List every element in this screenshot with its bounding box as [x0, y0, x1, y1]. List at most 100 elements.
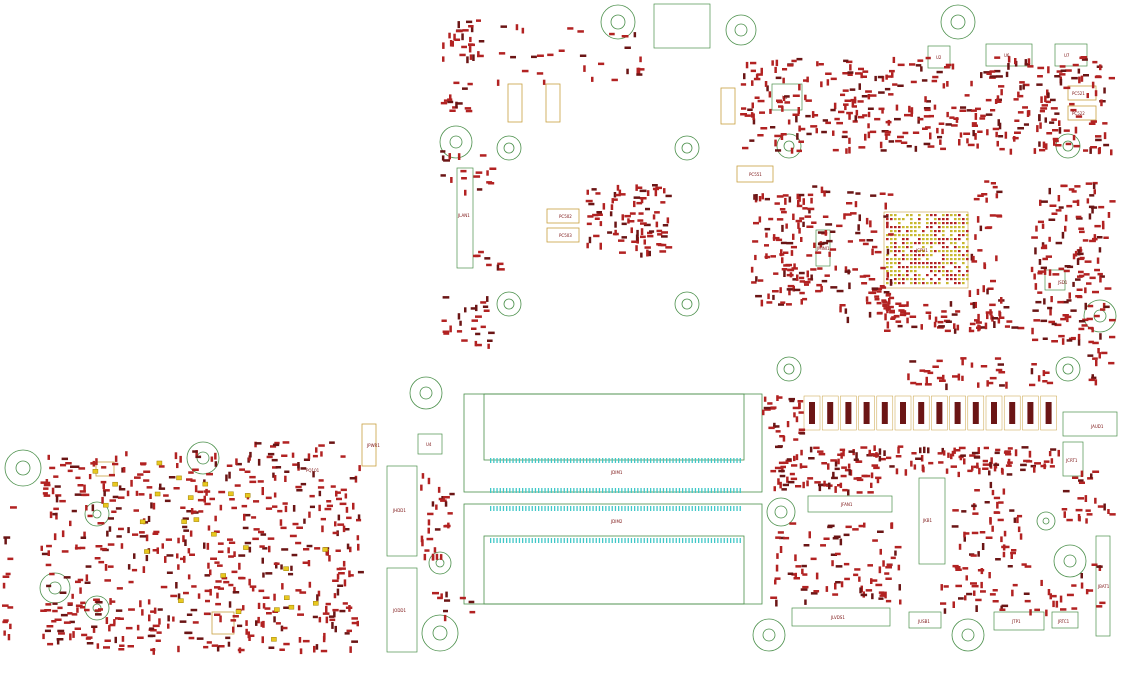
passive-component: [971, 124, 978, 127]
passive-component: [1099, 64, 1102, 71]
dimm-pin: [518, 506, 521, 511]
passive-component: [1061, 231, 1065, 239]
passive-component: [431, 501, 435, 507]
passive-component: [257, 602, 261, 609]
passive-component: [45, 479, 49, 486]
dimm-pin: [643, 458, 645, 463]
passive-component: [883, 291, 890, 294]
passive-component: [812, 114, 819, 117]
passive-component: [346, 543, 350, 550]
passive-component: [420, 535, 424, 543]
passive-component: [893, 315, 900, 318]
passive-component: [320, 451, 323, 457]
passive-component: [818, 63, 824, 66]
cpu-pad: [922, 278, 925, 281]
cpu-pad: [958, 238, 961, 241]
dimm-pin: [723, 506, 725, 511]
passive-component: [1068, 292, 1071, 299]
passive-component: [778, 461, 785, 465]
connector-right-vertical: [918, 477, 946, 565]
passive-component: [177, 537, 180, 544]
cpu-pad: [898, 234, 901, 237]
dimm-pin: [611, 458, 613, 463]
passive-component: [752, 118, 756, 125]
passive-component: [72, 465, 80, 468]
cpu-pad: [958, 234, 961, 237]
dimm-pin: [707, 488, 709, 493]
passive-component: [86, 642, 94, 645]
dimm-pin: [662, 506, 665, 511]
cpu-pad: [942, 262, 945, 265]
inductor: [1040, 395, 1057, 431]
passive-component: [1065, 142, 1072, 146]
passive-component: [80, 601, 86, 605]
passive-component: [209, 497, 215, 501]
passive-component: [182, 517, 189, 520]
dimm-pin: [554, 506, 556, 511]
dimm-pin: [598, 538, 601, 543]
cpu-pad: [914, 242, 917, 245]
passive-component: [795, 565, 802, 568]
dimm-pin: [653, 458, 655, 463]
dimm-pin: [640, 458, 642, 463]
dimm-pin: [576, 488, 578, 493]
passive-component: [1050, 448, 1057, 451]
passive-component: [794, 572, 797, 579]
passive-component: [984, 322, 988, 330]
passive-component: [332, 579, 339, 582]
passive-component: [67, 602, 73, 605]
passive-component: [261, 489, 264, 496]
dimm-pin: [694, 538, 697, 543]
label-jhdd1: JHDD1: [392, 508, 406, 513]
passive-component: [479, 154, 487, 157]
passive-component: [765, 232, 768, 238]
passive-component: [270, 445, 277, 448]
passive-component: [186, 478, 193, 481]
dimm-pin: [669, 538, 671, 543]
passive-component: [900, 141, 908, 144]
passive-component: [205, 488, 208, 496]
passive-component: [1005, 464, 1012, 467]
passive-component: [895, 104, 899, 111]
passive-component: [897, 63, 905, 67]
passive-component: [1090, 146, 1097, 149]
dimm-pin: [496, 458, 498, 463]
cpu-pad: [926, 222, 929, 225]
passive-component: [832, 593, 839, 596]
passive-component: [96, 643, 100, 649]
cpu-pad: [886, 234, 889, 237]
passive-component: [331, 622, 334, 629]
dimm-pin: [704, 506, 706, 511]
passive-component: [40, 609, 47, 612]
passive-component: [447, 100, 454, 104]
passive-component: [635, 234, 639, 242]
passive-component: [887, 301, 890, 309]
passive-component: [834, 467, 840, 471]
cpu-pad: [966, 274, 969, 277]
passive-component: [781, 488, 787, 491]
passive-component: [1040, 319, 1048, 323]
inductor-core: [1009, 402, 1016, 424]
cpu-pad: [962, 230, 965, 233]
passive-component: [579, 54, 587, 57]
passive-component: [781, 224, 784, 232]
passive-component: [994, 357, 1002, 360]
passive-component: [817, 242, 824, 246]
passive-component: [104, 579, 111, 582]
dimm-pin: [698, 506, 700, 511]
passive-component: [613, 192, 617, 198]
passive-component: [989, 75, 997, 78]
passive-component: [1107, 509, 1110, 514]
dimm-pin: [656, 538, 658, 543]
passive-component: [486, 296, 489, 302]
passive-component: [1034, 283, 1038, 290]
cpu-pad: [942, 246, 945, 249]
passive-component: [754, 96, 760, 99]
passive-component: [1001, 545, 1007, 549]
passive-component: [663, 188, 666, 194]
passive-component: [768, 217, 774, 221]
label-jsd1: JSD1: [1057, 280, 1068, 285]
cpu-pad: [918, 274, 921, 277]
cpu-pad: [906, 242, 909, 245]
passive-component: [1094, 224, 1101, 228]
